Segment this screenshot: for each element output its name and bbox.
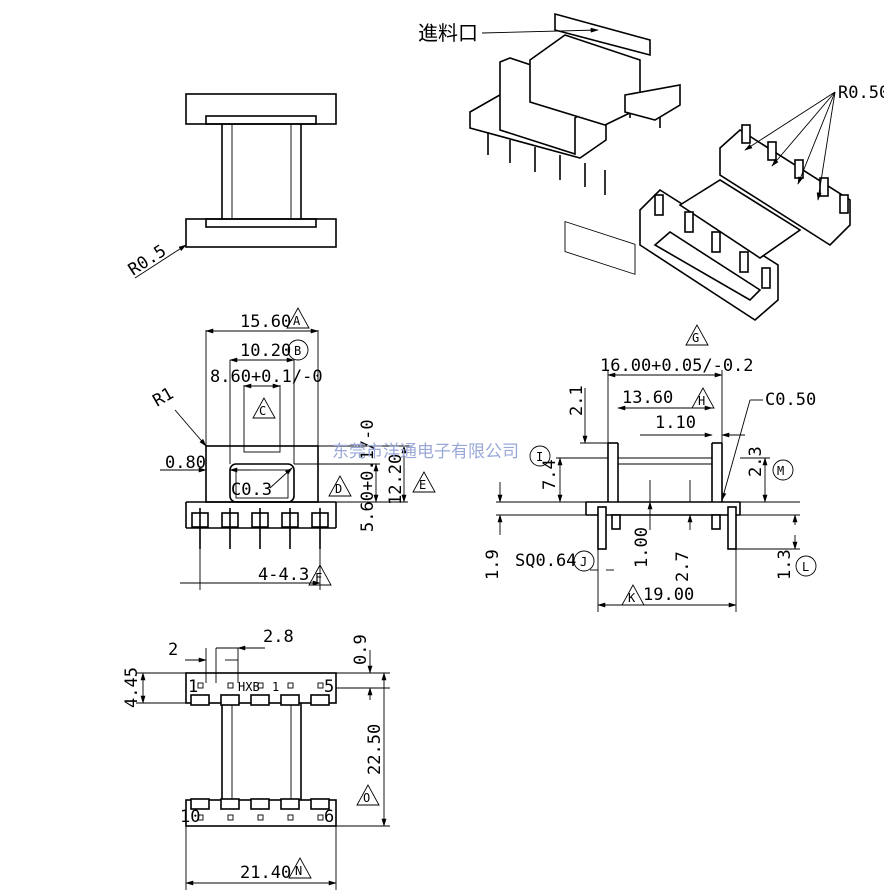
pin-6-label: 6 <box>324 807 334 827</box>
watermark-text: 东莞市洋通电子有限公司 <box>332 442 519 462</box>
dim-2-1: 2.1 <box>567 385 587 416</box>
dim-2-8: 2.8 <box>263 627 294 647</box>
dim-2: 2 <box>168 640 178 660</box>
dim-0-80: 0.80 <box>165 453 206 473</box>
ref-g: G <box>692 331 699 345</box>
ref-a: A <box>293 314 301 328</box>
dim-1-00: 1.00 <box>632 527 652 568</box>
iso-view-2: R0.50 <box>639 83 884 322</box>
dim-2-7: 2.7 <box>673 551 693 582</box>
ref-f: F <box>315 571 322 585</box>
ref-k: K <box>628 591 636 605</box>
dim-5-60: 5.60+0.1/-0 <box>358 419 378 532</box>
ref-d: D <box>335 482 342 496</box>
dim-15-60: 15.60 <box>240 312 291 332</box>
dim-2-3: 2.3 <box>746 446 766 477</box>
ref-j: J <box>580 555 587 569</box>
dim-1-9: 1.9 <box>483 549 503 580</box>
dim-1-10: 1.10 <box>655 413 696 433</box>
inlet-label: 進料口 <box>418 21 478 45</box>
ref-c: C <box>259 404 266 418</box>
dim-sq064: SQ0.64 <box>515 551 576 571</box>
iso-view-1: 進料口 <box>418 12 681 275</box>
dim-4-43: 4-4.3 <box>258 565 309 585</box>
ref-markers: A B C D E F G H I J K L M N O <box>252 307 817 879</box>
dim-1-3: 1.3 <box>775 549 795 580</box>
dim-8-60: 8.60+0.1/-0 <box>210 367 323 387</box>
dim-10-20: 10.20 <box>240 341 291 361</box>
dim-4-45: 4.45 <box>122 667 142 708</box>
pin-5-label: 5 <box>324 677 334 697</box>
r1-label: R1 <box>150 384 178 412</box>
pin-1-label: 1 <box>188 677 198 697</box>
r05-label: R0.5 <box>125 241 170 280</box>
dim-c03: C0.3 <box>231 480 272 500</box>
ref-b: B <box>294 344 301 358</box>
ref-n: N <box>295 864 302 878</box>
dim-21-40: 21.40 <box>240 863 291 883</box>
front-pins <box>191 508 329 549</box>
dim-0-9: 0.9 <box>351 634 371 665</box>
dim-16-00: 16.00+0.05/-0.2 <box>600 356 754 376</box>
dim-22-50: 22.50 <box>365 724 385 775</box>
side-view: 16.00+0.05/-0.2 13.60 2.1 1.10 C0.50 2.3… <box>483 356 816 612</box>
ref-i: I <box>536 450 543 464</box>
ref-e: E <box>419 478 426 492</box>
mark-hxb: HXB <box>238 680 260 694</box>
iso2-pins <box>654 124 849 289</box>
dim-c050: C0.50 <box>765 390 816 410</box>
ref-l: L <box>802 560 809 574</box>
ref-o: O <box>363 791 370 805</box>
pin-10-label: 10 <box>180 807 200 827</box>
dim-13-60: 13.60 <box>622 388 673 408</box>
ref-m: M <box>777 464 784 478</box>
top-view: R0.5 <box>125 93 337 280</box>
dim-12-20: 12.20 <box>386 454 406 505</box>
mark-1: 1 <box>272 680 279 694</box>
bottom-pin-slots <box>190 682 330 821</box>
dim-7-4: 7.4 <box>540 459 560 490</box>
ref-h: H <box>698 394 705 408</box>
r050-label: R0.50 <box>838 83 884 103</box>
dim-19-00: 19.00 <box>643 585 694 605</box>
bottom-view: 1 5 10 6 HXB 1 2 2.8 0.9 4.45 22.50 21.4… <box>122 627 390 890</box>
